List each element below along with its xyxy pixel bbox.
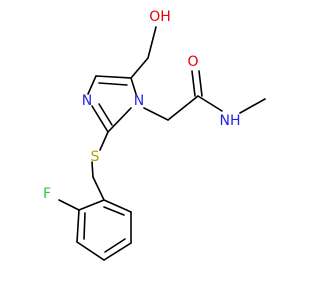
- bonds: [58, 26, 266, 261]
- atom-n-ring-top: N: [134, 93, 144, 109]
- bond-ar4-ar5-double: [104, 238, 126, 253]
- bond-ar2-f: [58, 199, 80, 211]
- bond-c2-s: [99, 131, 109, 151]
- atom-n-ring-left: N: [82, 93, 92, 109]
- bond-c5-c4: [95, 75, 132, 79]
- bond-oh-ch2: [147, 26, 157, 59]
- atom-o-carbonyl: O: [187, 54, 198, 70]
- bond-c4-n3: [87, 75, 97, 95]
- bond-s-ch2: [91, 161, 94, 178]
- bond-n3-c2: [91, 105, 109, 133]
- bond-ar4-ar5: [103, 242, 132, 261]
- atom-oh: OH: [149, 9, 171, 25]
- bond-c5-c4-double: [98, 82, 128, 86]
- atom-labels: OH O N N NH S F: [43, 9, 241, 202]
- bond-c-o-double: [198, 70, 203, 97]
- bond-n3-c2-double: [98, 103, 113, 126]
- bond-ch2-ar: [92, 176, 105, 201]
- bond-ar1-ar2: [78, 199, 105, 211]
- bond-nh-ch3: [239, 98, 266, 114]
- bond-ar6-ar1-double: [103, 206, 125, 216]
- bond-n1-ch2: [143, 107, 169, 121]
- atom-nh: NH: [220, 113, 241, 129]
- bond-c2-n1: [107, 107, 132, 133]
- bond-c-nh: [197, 95, 223, 112]
- bond-ar6-ar1: [103, 199, 132, 213]
- atom-s: S: [91, 149, 100, 165]
- bond-ar2-ar3-double: [83, 212, 86, 240]
- bond-ch2-c5: [130, 57, 149, 79]
- bond-ar3-ar4: [76, 241, 105, 261]
- bond-ch2-c: [167, 95, 199, 121]
- molecule-structure: OH O N N NH S F: [43, 9, 266, 261]
- bond-ar2-ar3: [76, 209, 80, 243]
- bond-n1-c5: [130, 77, 137, 95]
- atom-f: F: [43, 186, 51, 202]
- bond-c-o: [191, 70, 196, 97]
